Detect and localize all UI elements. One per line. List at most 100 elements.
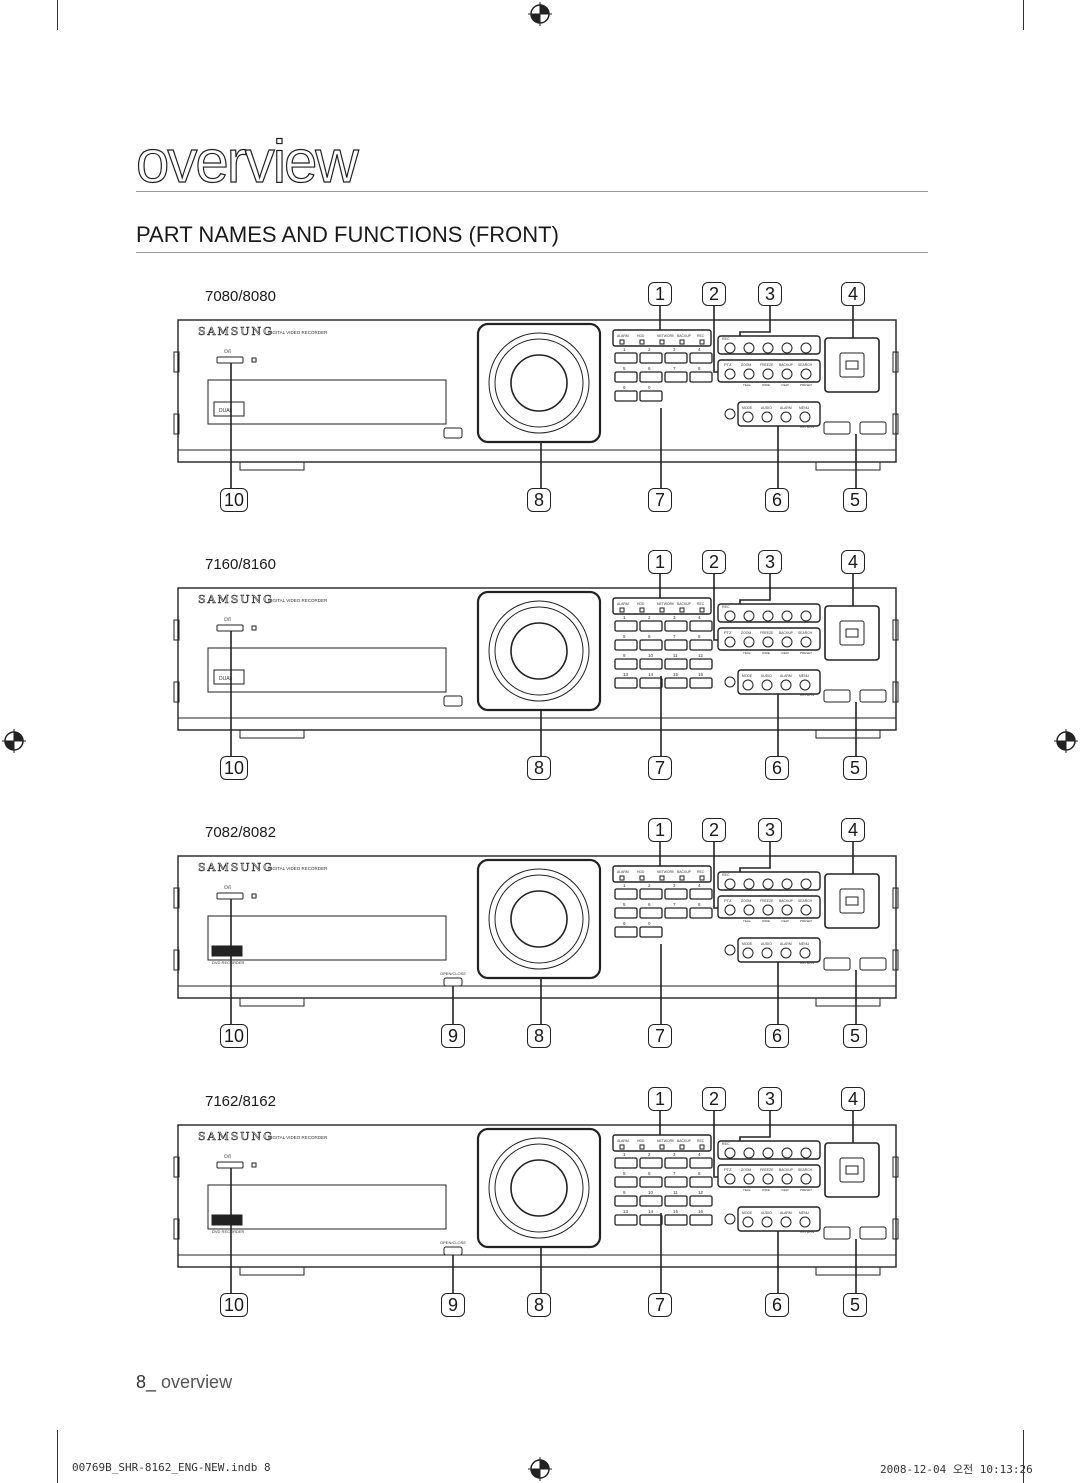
chassis-body — [177, 587, 897, 731]
ptz-label: PTZ — [724, 898, 732, 903]
jog-dial — [510, 622, 568, 680]
callout-number-top: 2 — [702, 1087, 726, 1111]
channel-button — [689, 888, 713, 900]
direction-pad-frame — [824, 1142, 880, 1198]
function-button — [762, 904, 774, 916]
channel-label: 14 — [648, 672, 654, 677]
channel-button — [689, 620, 713, 632]
function-button — [762, 1173, 774, 1185]
dvd-logo — [211, 945, 243, 957]
ptz-label: PTZ — [724, 1167, 732, 1172]
callout-number-top: 3 — [758, 1087, 782, 1111]
function-sublabel: TELE — [743, 651, 751, 655]
menu-button — [799, 679, 811, 691]
status-led — [699, 339, 705, 345]
channel-label: 7 — [673, 1171, 676, 1176]
function-label: SEARCH — [798, 899, 813, 903]
function-sublabel: WIDE — [762, 1188, 770, 1192]
brand-logo: SAMSUNG — [198, 861, 274, 874]
channel-label: 1 — [623, 615, 626, 620]
callout-number-bottom: 8 — [527, 1293, 551, 1317]
channel-button — [639, 677, 663, 689]
model-label: 7082/8082 — [205, 824, 276, 841]
rec-button-group — [717, 335, 821, 355]
channel-button — [664, 1214, 688, 1226]
menu-label: MODE — [742, 406, 753, 410]
channel-button — [639, 1195, 663, 1207]
function-sublabel: WIDE — [762, 383, 770, 387]
callout-number-bottom: 5 — [843, 756, 867, 780]
ir-receiver — [724, 408, 736, 420]
channel-button — [614, 390, 638, 402]
ir-receiver — [724, 676, 736, 688]
callout-leader — [739, 842, 771, 872]
callout-leader — [713, 574, 718, 641]
channel-label: 5 — [623, 1171, 626, 1176]
channel-label: 8 — [698, 1171, 701, 1176]
callout-number-bottom: 10 — [220, 1024, 248, 1048]
channel-label: 16 — [698, 672, 704, 677]
menu-button — [780, 1216, 792, 1228]
channel-label: 11 — [673, 1190, 678, 1195]
channel-label: 2 — [648, 883, 651, 888]
chassis-foot — [815, 997, 881, 1007]
led-label: REC — [697, 334, 705, 338]
function-button — [743, 1173, 755, 1185]
playback-button — [800, 878, 812, 890]
brand-logo: SAMSUNG — [198, 593, 274, 606]
callout-number-top: 4 — [841, 550, 865, 574]
chassis-foot — [815, 461, 881, 471]
channel-button — [664, 1195, 688, 1207]
callout-leader — [713, 842, 718, 909]
callout-number-top: 1 — [648, 550, 672, 574]
led-label: REC — [697, 870, 705, 874]
channel-label: 0 — [648, 921, 651, 926]
product-name: DIGITAL VIDEO RECORDER — [268, 330, 328, 335]
channel-label: 1 — [623, 1152, 626, 1157]
playback-button — [800, 1147, 812, 1159]
playback-button — [724, 1147, 736, 1159]
channel-label: 9 — [623, 1190, 626, 1195]
crop-mark — [57, 1430, 58, 1483]
disc-tray — [207, 1184, 447, 1230]
menu-button — [799, 411, 811, 423]
side-handle — [173, 1156, 180, 1178]
callout-number-top: 1 — [648, 1087, 672, 1111]
product-name: DIGITAL VIDEO RECORDER — [268, 598, 328, 603]
menu-button — [799, 1216, 811, 1228]
ptz-label: PTZ — [724, 362, 732, 367]
side-handle — [173, 351, 180, 373]
side-handle — [173, 619, 180, 641]
section-heading: PART NAMES AND FUNCTIONS (FRONT) — [136, 222, 559, 247]
side-handle — [173, 949, 180, 971]
function-sublabel: VIEW — [781, 383, 789, 387]
function-button — [800, 368, 812, 380]
menu-button — [742, 679, 754, 691]
status-led — [639, 339, 645, 345]
channel-label: 13 — [623, 672, 629, 677]
enter-button — [845, 896, 859, 906]
product-name: DIGITAL VIDEO RECORDER — [268, 866, 328, 871]
callout-number-bottom: 6 — [765, 1293, 789, 1317]
status-led — [619, 875, 625, 881]
playback-button — [762, 610, 774, 622]
channel-label: 2 — [648, 1152, 651, 1157]
channel-button — [639, 1157, 663, 1169]
playback-button — [743, 878, 755, 890]
channel-label: 3 — [673, 615, 676, 620]
function-sublabel: PRESET — [800, 651, 812, 655]
menu-button — [761, 679, 773, 691]
menu-label: MODE — [742, 1211, 753, 1215]
ir-receiver — [724, 944, 736, 956]
chassis-body — [177, 319, 897, 463]
side-handle — [892, 351, 899, 373]
dvd-recorder-label: DVD RECORDER — [212, 1229, 245, 1234]
usb-port — [859, 421, 887, 435]
rec-label: REC — [722, 1142, 730, 1146]
power-button — [216, 624, 244, 632]
channel-button — [689, 639, 713, 651]
channel-button — [689, 1214, 713, 1226]
status-led — [639, 607, 645, 613]
playback-button — [800, 342, 812, 354]
